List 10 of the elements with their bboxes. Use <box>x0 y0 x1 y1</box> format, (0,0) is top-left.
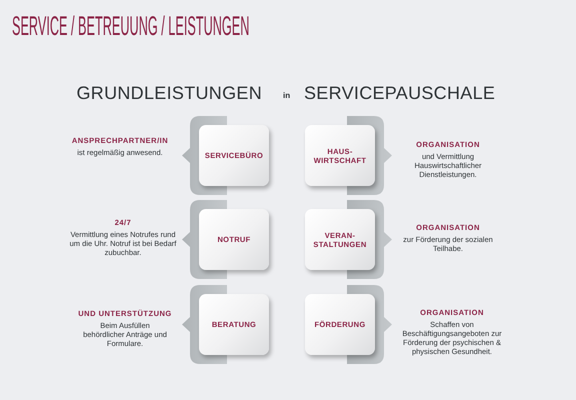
joining-word: in <box>283 91 290 100</box>
column-heading: GRUNDLEISTUNGEN <box>76 83 262 103</box>
service-card <box>305 285 393 364</box>
page-title: SERVICE / BETREUUNG / LEISTUNGEN <box>12 13 250 40</box>
service-card <box>181 200 269 279</box>
service-card <box>181 285 269 364</box>
service-card <box>181 116 269 195</box>
service-card <box>305 116 393 195</box>
column-heading: SERVICEPAUSCHALE <box>304 83 496 103</box>
service-card <box>305 200 393 279</box>
